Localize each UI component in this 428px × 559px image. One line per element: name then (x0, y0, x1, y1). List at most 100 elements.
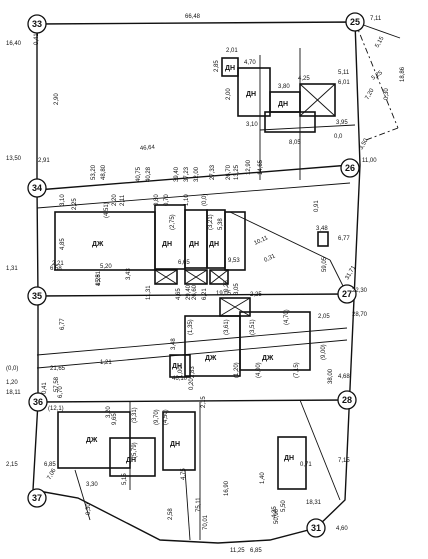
dimension-label: 0,71 (300, 462, 312, 468)
dimension-label: 0,91 (314, 200, 320, 212)
dimension-label: (4,50) (163, 409, 169, 425)
building-b3b (299, 83, 336, 117)
survey-node: 35 (27, 286, 47, 306)
dimension-label: 3,30 (86, 482, 98, 488)
dimension-label: 6,58 (50, 266, 62, 272)
dimension-label: 7,11 (370, 16, 382, 22)
dimension-label: 5,20 (100, 264, 112, 270)
building-b9 (239, 311, 311, 371)
dimension-label: 0,20 (189, 378, 195, 390)
dimension-label: 3,80 (278, 84, 290, 90)
shed-2 (184, 269, 208, 285)
dimension-label: 3,20 (106, 406, 112, 418)
dimension-label: 3,95 (336, 120, 348, 126)
dimension-label: (3,31) (132, 407, 138, 423)
survey-node-circle (337, 390, 357, 410)
dimension-label: 2,58 (168, 508, 174, 520)
dimension-label: 4,65 (176, 288, 182, 300)
dimension-label: 16,90 (224, 480, 230, 496)
building-b10 (169, 354, 191, 378)
dimension-label: 0,0 (334, 134, 343, 140)
dimension-label: 6,21 (202, 288, 208, 300)
dimension-label: 40,75 (136, 166, 142, 182)
dimension-label: 8,05 (289, 140, 301, 146)
dimension-label: (1,20) (234, 362, 240, 378)
survey-node: 25 (345, 12, 365, 32)
dimension-label: (1,35) (188, 319, 194, 335)
dimension-label: 2,21 (52, 261, 64, 267)
building-label: ДЖ (92, 241, 104, 248)
dimension-label: 9,65 (112, 413, 118, 425)
survey-node-label: 27 (342, 289, 352, 299)
building-label: ДЖ (205, 355, 217, 362)
dimension-label: 75,11 (196, 497, 202, 512)
building-b13 (162, 411, 196, 471)
dimension-label: (4,51) (104, 202, 110, 218)
dimension-label: 6,85 (250, 548, 262, 554)
dimension-label: 1,00 (178, 366, 184, 378)
dimension-label: 6,65 (178, 260, 190, 266)
dimension-label: 21,65 (50, 366, 66, 372)
dimension-label: 3,48 (171, 338, 177, 350)
dimension-label: 4,60 (336, 526, 348, 532)
dimension-label: 5,15 (122, 473, 128, 485)
dimension-label: 0,31 (263, 253, 277, 264)
survey-node-label: 33 (32, 19, 42, 29)
dimension-label: 6,77 (60, 318, 66, 330)
dimension-label: 2,85 (214, 60, 220, 72)
dimension-label: 0,25 (224, 280, 230, 292)
dimension-label: (4,00) (256, 362, 262, 378)
dimension-label: 5,11 (338, 70, 350, 76)
dimension-label: 4,75 (181, 468, 187, 480)
dimension-label: 46,64 (140, 145, 156, 152)
dimension-label: 1,10 (184, 194, 190, 206)
dimension-label: 0,41 (34, 33, 40, 45)
survey-node-label: 31 (311, 523, 321, 533)
dimension-label: 12,90 (246, 159, 252, 175)
survey-node: 34 (27, 178, 47, 198)
survey-node-label: 26 (345, 163, 355, 173)
building-b12 (109, 437, 156, 477)
building-label: ДН (189, 241, 199, 248)
dimension-label: 28,70 (352, 312, 368, 318)
dimension-label: (0,0) (202, 194, 208, 206)
building-label: ДН (225, 65, 235, 72)
building-label: ДЖ (262, 355, 274, 362)
dimension-label: 40,28 (146, 166, 152, 182)
dimension-label: 3,05 (234, 283, 240, 295)
building-b1 (221, 57, 239, 77)
buildings (54, 57, 336, 490)
survey-node-circle (27, 286, 47, 306)
building-b14 (277, 436, 307, 490)
building-label: ДН (209, 241, 219, 248)
dimension-label: 0,41 (42, 382, 48, 394)
dimension-label: 70,01 (203, 514, 209, 530)
survey-node: 28 (337, 390, 357, 410)
dimension-label: 5,50 (281, 500, 287, 512)
dimension-label: 37,23 (184, 166, 190, 182)
survey-node-circle (337, 284, 357, 304)
survey-node: 33 (27, 14, 47, 34)
dimension-label: 5,15 (375, 35, 386, 49)
dimension-label: 22,30 (352, 288, 368, 294)
dimension-label: 46,10 (172, 376, 188, 382)
dimension-label: 4,85 (60, 238, 66, 250)
dimension-label: (5,79) (132, 442, 138, 458)
dimension-label: 18,86 (400, 66, 406, 82)
dimension-label: 66,48 (185, 14, 201, 20)
building-label: ДН (246, 91, 256, 98)
dimension-label: 13,25 (234, 164, 240, 180)
dimension-label: 32,00 (194, 166, 200, 182)
dimension-label: 26,70 (226, 164, 232, 180)
dimension-label: 50,00 (274, 508, 280, 524)
survey-node-circle (340, 158, 360, 178)
survey-node-label: 34 (32, 183, 42, 193)
dimension-label: 14,65 (258, 159, 264, 175)
building-label: ДН (278, 101, 288, 108)
dimension-label: 4,70 (244, 60, 256, 66)
dimension-label: 59,05 (322, 256, 328, 272)
dimension-label: 2,15 (201, 396, 207, 408)
dimension-label: 2,15 (6, 462, 18, 468)
